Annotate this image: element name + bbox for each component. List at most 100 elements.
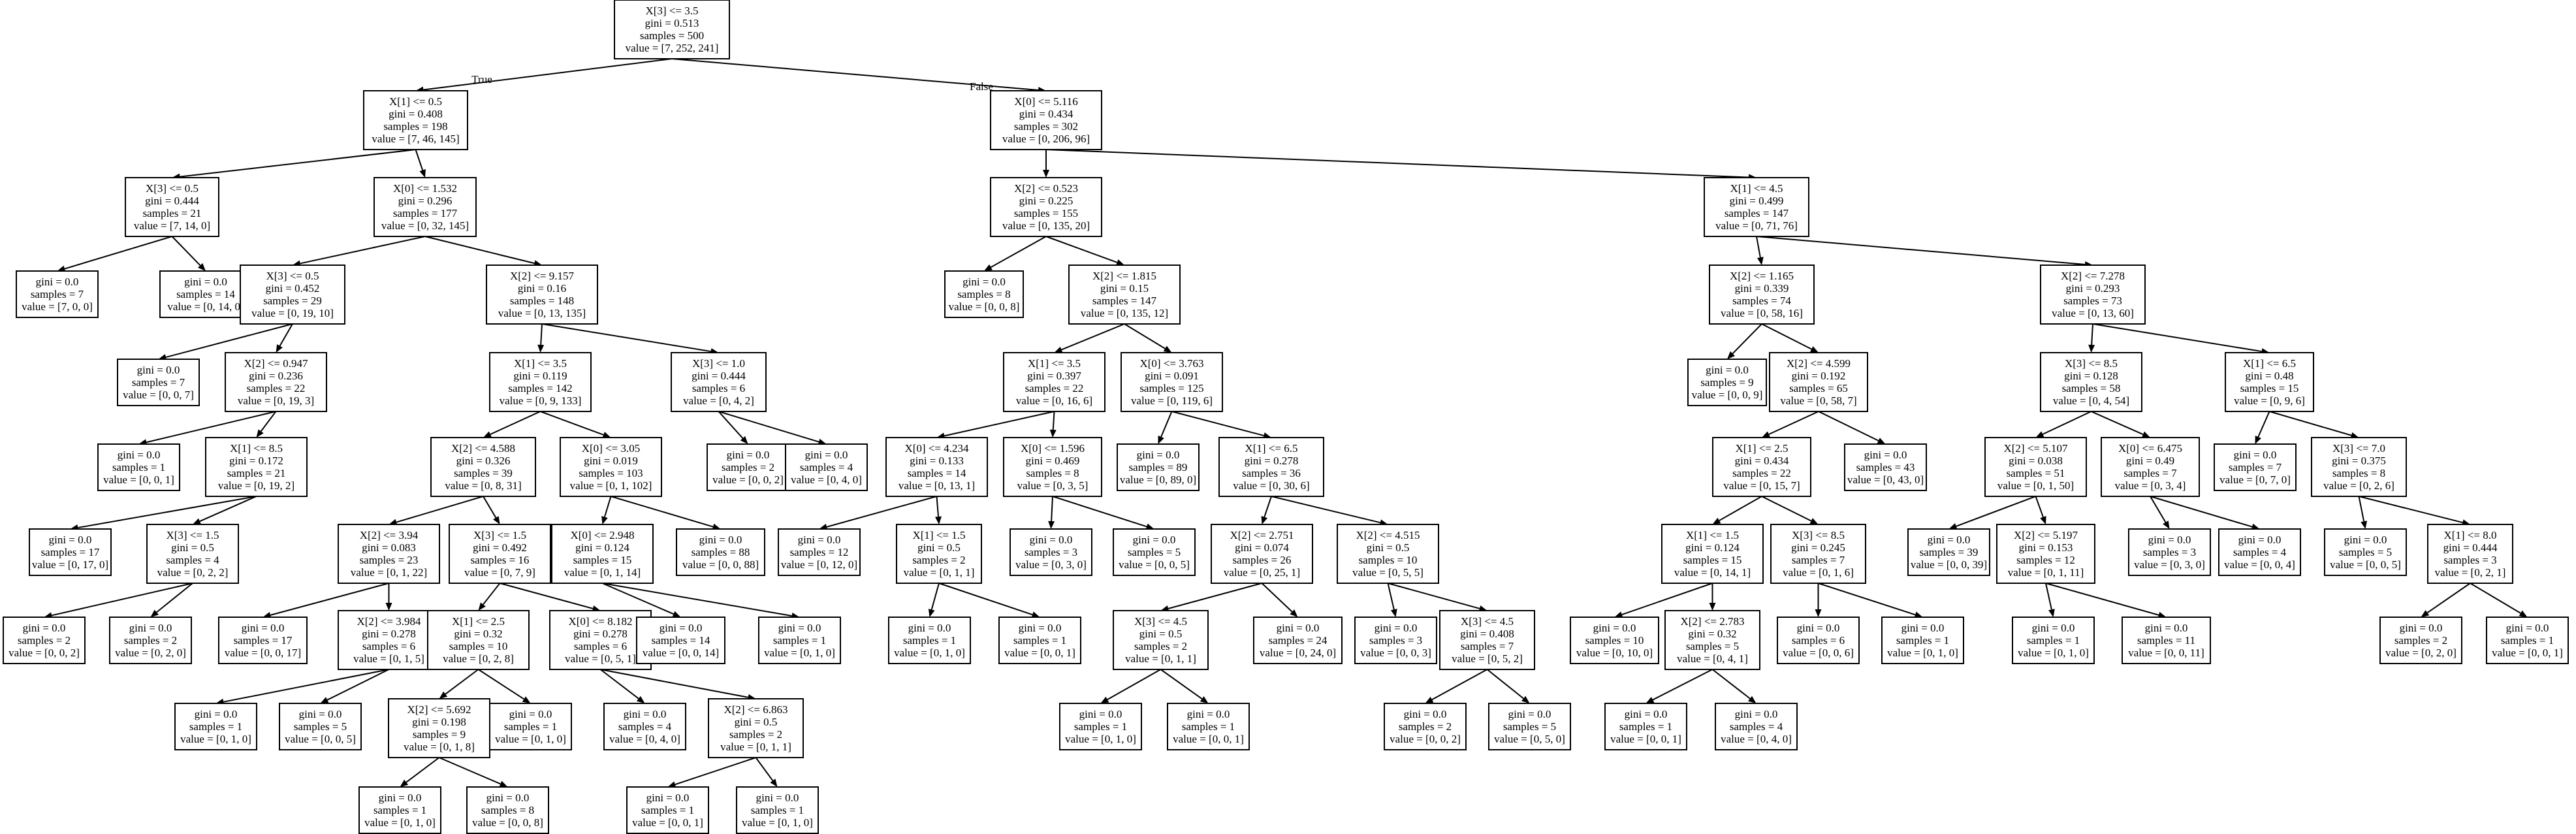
tree-node-line: samples = 10	[1359, 554, 1418, 566]
tree-node-line: value = [0, 5, 0]	[1494, 733, 1565, 745]
tree-node-line: gini = 0.278	[573, 628, 628, 640]
tree-node-line: value = [0, 12, 0]	[781, 558, 857, 571]
tree-edge-71-90	[1160, 669, 1209, 703]
tree-node-line: X[0] <= 1.596	[1021, 442, 1085, 455]
tree-node-line: value = [0, 2, 6]	[2323, 479, 2394, 492]
tree-node-line: value = [0, 1, 11]	[2008, 566, 2084, 579]
tree-node-line: value = [0, 4, 0]	[609, 733, 680, 745]
tree-node-line: gini = 0.0	[1901, 622, 1945, 634]
tree-node-line: samples = 7	[31, 288, 84, 300]
tree-edge-64-83	[215, 669, 389, 705]
tree-node-line: X[1] <= 1.5	[912, 529, 965, 541]
tree-edge-4-9	[293, 236, 426, 267]
tree-node-line: X[2] <= 5.197	[2014, 529, 2078, 541]
tree-edge-line	[1052, 496, 1147, 528]
tree-node-line: value = [0, 1, 8]	[404, 741, 475, 753]
tree-node-line: gini = 0.0	[1133, 534, 1176, 546]
tree-edge-line	[1061, 323, 1125, 351]
tree-node-line: X[0] <= 8.182	[568, 615, 632, 628]
tree-node-line: value = [0, 3, 0]	[1015, 558, 1087, 571]
tree-edge-line	[477, 669, 524, 700]
tree-node-line: samples = 6	[362, 640, 415, 652]
tree-node-line: samples = 8	[481, 804, 534, 816]
tree-node-line: X[0] <= 5.116	[1014, 95, 1077, 108]
tree-edge-arrowhead	[439, 691, 448, 699]
tree-edge-37-55	[1948, 496, 2036, 530]
tree-node-line: samples = 155	[1014, 207, 1078, 219]
tree-node-line: gini = 0.0	[727, 449, 770, 461]
tree-node-line: value = [0, 0, 5]	[1119, 558, 1190, 571]
tree-node-line: value = [0, 3, 4]	[2115, 479, 2186, 492]
tree-node-line: value = [0, 19, 3]	[238, 394, 314, 407]
tree-node-line: samples = 2	[1134, 640, 1187, 652]
tree-edge-line	[1818, 411, 1879, 441]
tree-node-line: value = [0, 5, 5]	[1352, 566, 1423, 579]
tree-edge-23-38	[2091, 411, 2150, 438]
tree-edge-arrowhead	[2142, 431, 2150, 438]
tree-node-line: gini = 0.339	[1735, 282, 1789, 295]
tree-edge-arrowhead	[667, 781, 676, 788]
tree-node-line: value = [0, 13, 135]	[498, 307, 586, 319]
tree-edge-line	[2045, 583, 2052, 610]
tree-node-line: value = [0, 17, 0]	[32, 558, 108, 571]
tree-edge-22-36	[1818, 411, 1886, 444]
tree-node-line: value = [0, 15, 7]	[1723, 479, 1800, 492]
tree-node-line: samples = 22	[247, 382, 306, 394]
tree-node-line: gini = 0.0	[1079, 708, 1122, 720]
tree-node-box	[785, 443, 868, 491]
tree-node-line: gini = 0.0	[805, 449, 848, 461]
tree-node-box	[466, 786, 549, 834]
tree-edge-35-53	[1712, 496, 1762, 524]
tree-edge-arrowhead	[1646, 697, 1655, 703]
tree-node-line: samples = 10	[1585, 634, 1644, 647]
tree-edge-52-73	[1387, 583, 1397, 617]
tree-node-line: samples = 15	[573, 554, 632, 566]
tree-node-line: X[0] <= 4.234	[904, 442, 969, 455]
tree-edge-line	[540, 323, 543, 345]
tree-node-line: samples = 65	[1789, 382, 1848, 394]
tree-edge-arrowhead	[1054, 346, 1063, 353]
tree-node-line: gini = 0.375	[2332, 455, 2386, 467]
tree-node-box	[990, 177, 1102, 237]
tree-node-line: value = [0, 0, 1]	[1610, 733, 1681, 745]
tree-node-line: value = [0, 13, 1]	[898, 479, 975, 492]
tree-edge-arrowhead	[1815, 609, 1822, 617]
tree-node-box	[1664, 610, 1760, 670]
tree-node-line: X[1] <= 6.5	[1245, 442, 1297, 455]
tree-node-line: samples = 3	[1025, 546, 1077, 558]
tree-edge-56-80	[2045, 583, 2167, 618]
tree-edge-line	[1761, 323, 1812, 350]
tree-edge-17-27	[483, 411, 541, 438]
tree-node-line: gini = 0.153	[2019, 541, 2073, 554]
tree-node-line: gini = 0.0	[1375, 622, 1418, 634]
tree-node-line: value = [0, 1, 1]	[904, 566, 975, 579]
tree-edge-arrowhead	[478, 602, 486, 611]
tree-node-line: value = [0, 25, 1]	[1224, 566, 1300, 579]
tree-node-box	[1218, 437, 1324, 497]
tree-node-line: gini = 0.49	[2126, 455, 2174, 467]
tree-node-line: value = [0, 1, 0]	[764, 647, 835, 659]
tree-node-line: value = [0, 1, 0]	[742, 816, 813, 829]
tree-edge-arrowhead	[928, 609, 935, 617]
edge-label-true: True	[471, 73, 492, 86]
tree-node-box	[1003, 437, 1102, 497]
tree-edge-line	[1160, 669, 1203, 699]
tree-edge-line	[423, 58, 673, 91]
tree-node-line: gini = 0.124	[1685, 541, 1740, 554]
